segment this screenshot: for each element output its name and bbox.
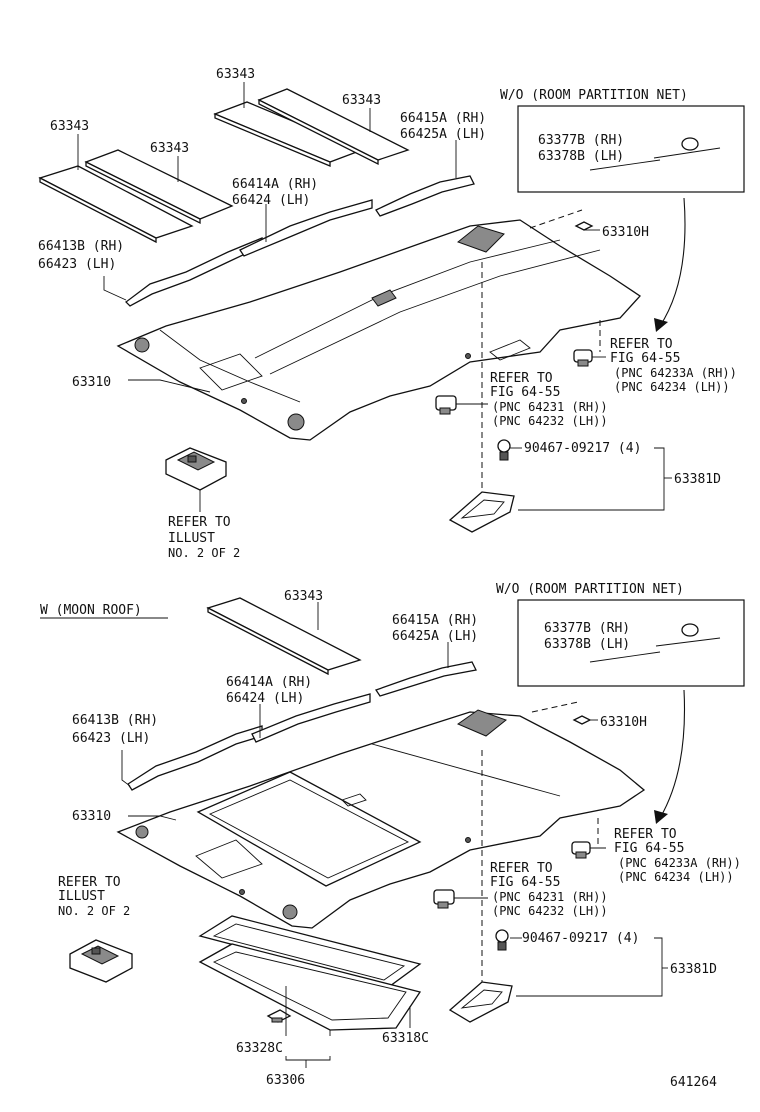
label-63310h: 63310H: [600, 715, 647, 730]
label-refer-illust-2: ILLUST: [58, 889, 105, 904]
label-63343-b: 63343: [150, 141, 189, 156]
wo-header-lower: W/O (ROOM PARTITION NET): [496, 582, 684, 597]
roof-pad-63343: [206, 597, 362, 676]
label-63310h: 63310H: [602, 225, 649, 240]
lower-section: W (MOON ROOF) 63343 66415A (RH) 66425A (…: [40, 582, 745, 1088]
roof-pad-63343-a: [38, 165, 194, 244]
headliner-63310: [116, 219, 641, 441]
label-refer-fig-r2: FIG 64-55: [614, 841, 684, 856]
label-refer-illust-1: REFER TO: [58, 875, 121, 890]
wo-label-63377b: 63377B (RH): [544, 621, 630, 636]
roof-pad-63343-d: [257, 88, 410, 166]
label-refer-illust-2: ILLUST: [168, 531, 215, 546]
label-66414a: 66414A (RH): [226, 675, 312, 690]
room-lamp-63381d: [448, 491, 515, 533]
label-66415a: 66415A (RH): [392, 613, 478, 628]
wo-label-63378b: 63378B (LH): [538, 149, 624, 164]
wo-label-63377b: 63377B (RH): [538, 133, 624, 148]
label-63310: 63310: [72, 809, 111, 824]
label-refer-fig-r2: FIG 64-55: [610, 351, 680, 366]
assist-grip-bracket-mid: [433, 889, 455, 909]
label-refer-fig-m1: REFER TO: [490, 861, 553, 876]
label-63381d: 63381D: [670, 962, 717, 977]
overhead-console-illust: [69, 939, 133, 983]
sunshade-63306: [198, 915, 422, 1031]
label-refer-fig-r1: REFER TO: [614, 827, 677, 842]
sunshade-knob-63328c: [266, 1009, 292, 1023]
screw-90467-09217: [497, 439, 511, 461]
wire-harness-66415a: [375, 175, 475, 217]
label-refer-fig-r1: REFER TO: [610, 337, 673, 352]
clip-63310h: [574, 221, 594, 231]
label-refer-fig-r3: (PNC 64233A (RH)): [618, 856, 741, 870]
label-63343-a: 63343: [50, 119, 89, 134]
label-63343-c: 63343: [216, 67, 255, 82]
wire-harness-66414a: [251, 693, 371, 743]
roof-pad-63343-c: [213, 101, 364, 167]
wire-harness-66415a: [374, 661, 477, 697]
label-66413b: 66413B (RH): [38, 239, 124, 254]
assist-grip-bracket-rh: [571, 841, 591, 859]
label-refer-illust-3: NO. 2 OF 2: [168, 546, 240, 560]
label-66423: 66423 (LH): [72, 731, 150, 746]
label-66424: 66424 (LH): [226, 691, 304, 706]
upper-section: 63343 63343 63343 63343 66415A (RH) 6642…: [38, 67, 745, 560]
label-90467-09217: 90467-09217 (4): [524, 441, 641, 456]
label-66425a: 66425A (LH): [392, 629, 478, 644]
label-63306: 63306: [266, 1073, 305, 1088]
label-90467-09217: 90467-09217 (4): [522, 931, 639, 946]
label-63343-d: 63343: [342, 93, 381, 108]
label-63318c: 63318C: [382, 1031, 429, 1046]
label-66423: 66423 (LH): [38, 257, 116, 272]
clip-63310h: [572, 715, 592, 725]
label-refer-fig-m2: FIG 64-55: [490, 875, 560, 890]
label-refer-illust-3: NO. 2 OF 2: [58, 904, 130, 918]
wo-header-upper: W/O (ROOM PARTITION NET): [500, 88, 688, 103]
label-66424: 66424 (LH): [232, 193, 310, 208]
label-refer-fig-r4: (PNC 64234 (LH)): [618, 870, 734, 884]
label-refer-fig-r4: (PNC 64234 (LH)): [614, 380, 730, 394]
screw-90467-09217: [495, 929, 509, 951]
headliner-63310-moonroof: [116, 709, 646, 929]
label-66415a: 66415A (RH): [400, 111, 486, 126]
label-refer-fig-m4: (PNC 64232 (LH)): [492, 904, 608, 918]
label-refer-fig-m1: REFER TO: [490, 371, 553, 386]
label-refer-fig-m3: (PNC 64231 (RH)): [492, 400, 608, 414]
overhead-console-illust: [165, 447, 227, 491]
label-refer-fig-m4: (PNC 64232 (LH)): [492, 414, 608, 428]
assist-grip-bracket-mid: [435, 395, 457, 415]
label-66414a: 66414A (RH): [232, 177, 318, 192]
label-66413b: 66413B (RH): [72, 713, 158, 728]
wo-label-63378b: 63378B (LH): [544, 637, 630, 652]
label-63343: 63343: [284, 589, 323, 604]
label-refer-fig-m2: FIG 64-55: [490, 385, 560, 400]
wo-partition-net-box-upper: [517, 105, 745, 332]
label-refer-fig-r3: (PNC 64233A (RH)): [614, 366, 737, 380]
label-63328c: 63328C: [236, 1041, 283, 1056]
label-63381d: 63381D: [674, 472, 721, 487]
figure-number: 641264: [670, 1075, 717, 1090]
assist-grip-bracket-rh: [573, 349, 593, 367]
wire-harness-66414a: [239, 199, 373, 257]
label-refer-fig-m3: (PNC 64231 (RH)): [492, 890, 608, 904]
roof-pad-63343-b: [84, 149, 234, 225]
room-lamp-63381d: [448, 981, 513, 1023]
section-title-moon-roof: W (MOON ROOF): [40, 603, 142, 618]
label-refer-illust-1: REFER TO: [168, 515, 231, 530]
label-63310: 63310: [72, 375, 111, 390]
label-66425a: 66425A (LH): [400, 127, 486, 142]
wire-harness-66413b: [125, 237, 263, 307]
wo-partition-net-box-lower: [517, 599, 745, 824]
